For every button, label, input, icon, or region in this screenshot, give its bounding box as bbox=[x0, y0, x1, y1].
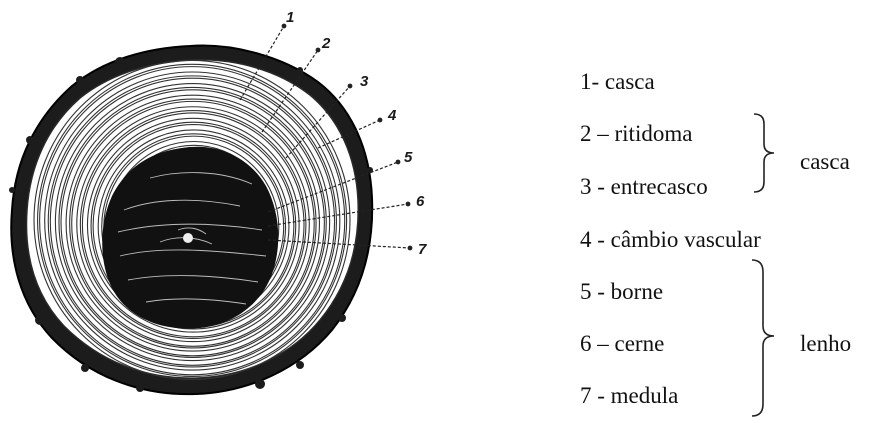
callout-6: 6 bbox=[416, 193, 425, 210]
pith bbox=[183, 233, 193, 243]
callout-1: 1 bbox=[286, 9, 294, 26]
legend-item-3: 3 - entrecasco bbox=[580, 175, 708, 198]
legend-item-4: 4 - câmbio vascular bbox=[580, 228, 761, 251]
callout-3: 3 bbox=[360, 73, 369, 90]
group-label-lenho: lenho bbox=[800, 332, 851, 355]
callout-7: 7 bbox=[418, 241, 427, 258]
legend-item-1: 1- casca bbox=[580, 70, 655, 93]
callout-4: 4 bbox=[387, 107, 397, 124]
legend-item-2: 2 – ritidoma bbox=[580, 122, 692, 145]
brace-lenho bbox=[748, 258, 780, 418]
callout-5: 5 bbox=[404, 149, 413, 166]
callout-2: 2 bbox=[321, 35, 331, 52]
legend-item-6: 6 – cerne bbox=[580, 332, 664, 355]
brace-casca bbox=[750, 112, 780, 194]
group-label-casca: casca bbox=[800, 150, 850, 173]
legend-item-7: 7 - medula bbox=[580, 384, 678, 407]
legend-item-5: 5 - borne bbox=[580, 280, 663, 303]
